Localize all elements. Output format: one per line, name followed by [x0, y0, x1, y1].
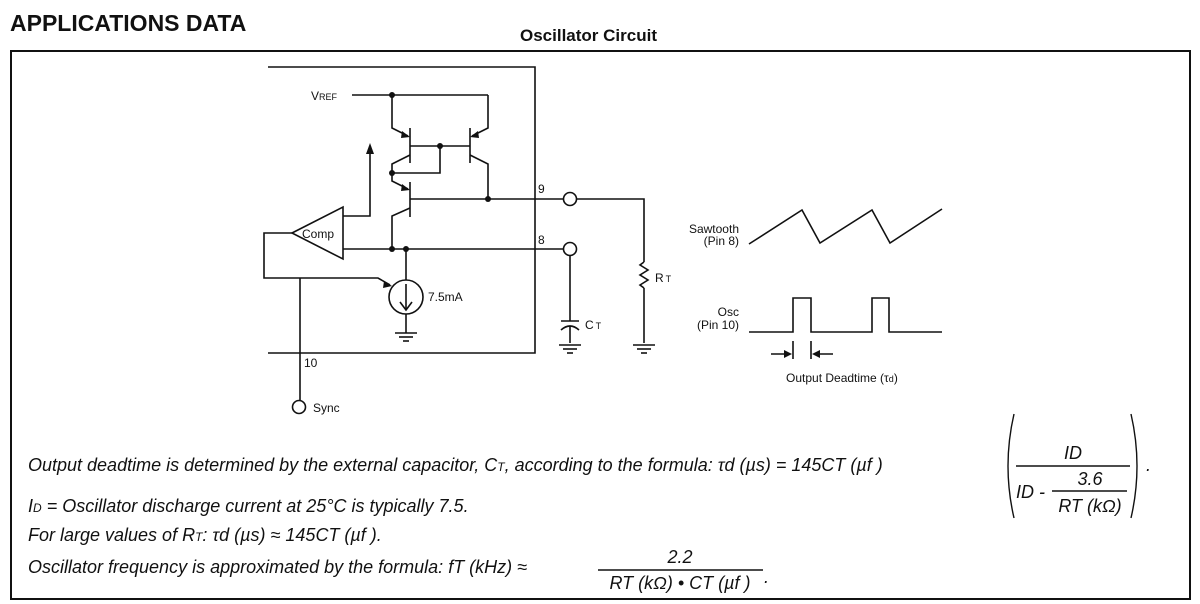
pin8-label: 8 — [538, 233, 545, 247]
arrow-icon — [383, 281, 392, 288]
inner-numerator: 3.6 — [1077, 469, 1103, 489]
pin9-label: 9 — [538, 182, 545, 196]
arrow-left-icon — [812, 350, 820, 358]
note-text: For large values of R — [28, 525, 196, 545]
pin8-terminal[interactable] — [562, 241, 578, 257]
comp-input-loop — [263, 232, 391, 286]
note-subscript: T — [195, 530, 203, 544]
frequency-numerator: 2.2 — [666, 547, 692, 567]
formula-period: . — [1146, 455, 1151, 475]
note-subscript: D — [33, 501, 42, 515]
frequency-period: . — [764, 567, 769, 587]
frequency-formula-line: Oscillator frequency is approximated by … — [28, 557, 527, 578]
comp-output — [343, 152, 371, 217]
note-text: Oscillator frequency is approximated by … — [28, 557, 528, 577]
junction-dot — [389, 170, 395, 176]
right-paren — [1130, 413, 1138, 519]
ground-icon — [633, 344, 655, 354]
arrow-up-icon — [366, 143, 374, 154]
diagram-frame — [10, 50, 1191, 600]
discharge-current-line: ID = Oscillator discharge current at 25°… — [28, 496, 469, 517]
left-paren — [1007, 413, 1015, 519]
comparator — [290, 205, 344, 261]
emitter-arrow — [401, 184, 410, 191]
ground-icon — [559, 344, 581, 354]
current-source-label: 7.5mA — [428, 290, 463, 304]
junction-dot — [437, 143, 443, 149]
junction-dot — [389, 92, 395, 98]
note-text: Output deadtime is determined by the ext… — [28, 455, 498, 475]
pnp2-collector — [469, 154, 489, 199]
diagram-title: Oscillator Circuit — [520, 26, 657, 45]
deadtime-label: Output Deadtime (τd) — [786, 371, 898, 385]
page-heading: APPLICATIONS DATA — [10, 10, 247, 36]
sawtooth-waveform — [748, 208, 943, 245]
osc-label: Osc — [718, 305, 739, 319]
vref-label: VREF — [311, 89, 338, 103]
sync-label: Sync — [313, 401, 340, 415]
junction-dot — [485, 196, 491, 202]
base-collector-link — [392, 146, 441, 174]
deadtime-formula-line: Output deadtime is determined by the ext… — [28, 455, 883, 476]
osc-pin-label: (Pin 10) — [697, 318, 739, 332]
emitter-arrow — [401, 131, 410, 138]
emitter-arrow — [470, 131, 479, 138]
note-text: : τd (µs) ≈ 145CT (µf ). — [202, 525, 382, 545]
arrow-right-icon — [784, 350, 792, 358]
current-arrow-head — [399, 301, 413, 312]
sawtooth-label: Sawtooth — [689, 222, 739, 236]
junction-dot — [403, 246, 409, 252]
rt-wire — [577, 198, 645, 262]
sawtooth-pin-label: (Pin 8) — [704, 234, 739, 248]
note-text: = Oscillator discharge current at 25°C i… — [41, 496, 469, 516]
ic-boundary — [268, 66, 536, 354]
fraction-denominator-prefix: ID - — [1016, 482, 1045, 502]
junction-dot — [389, 246, 395, 252]
osc-waveform — [749, 297, 942, 333]
pin10-label: 10 — [304, 356, 318, 370]
comp-label: Comp — [302, 227, 334, 241]
rt-resistor — [638, 261, 650, 289]
ground-icon — [395, 332, 417, 342]
note-text: I — [28, 496, 34, 516]
note-subscript: T — [497, 460, 505, 474]
sync-terminal[interactable] — [291, 399, 307, 415]
inner-denominator: RT (kΩ) — [1058, 496, 1121, 516]
pin9-terminal[interactable] — [562, 191, 578, 207]
fraction-numerator: ID — [1064, 443, 1082, 463]
frequency-denominator: RT (kΩ) • CT (µf ) — [609, 573, 750, 593]
pnp3-collector — [391, 207, 411, 249]
note-formula: , according to the formula: τd (µs) = 14… — [504, 455, 883, 475]
large-rt-line: For large values of RT: τd (µs) ≈ 145CT … — [28, 525, 382, 546]
